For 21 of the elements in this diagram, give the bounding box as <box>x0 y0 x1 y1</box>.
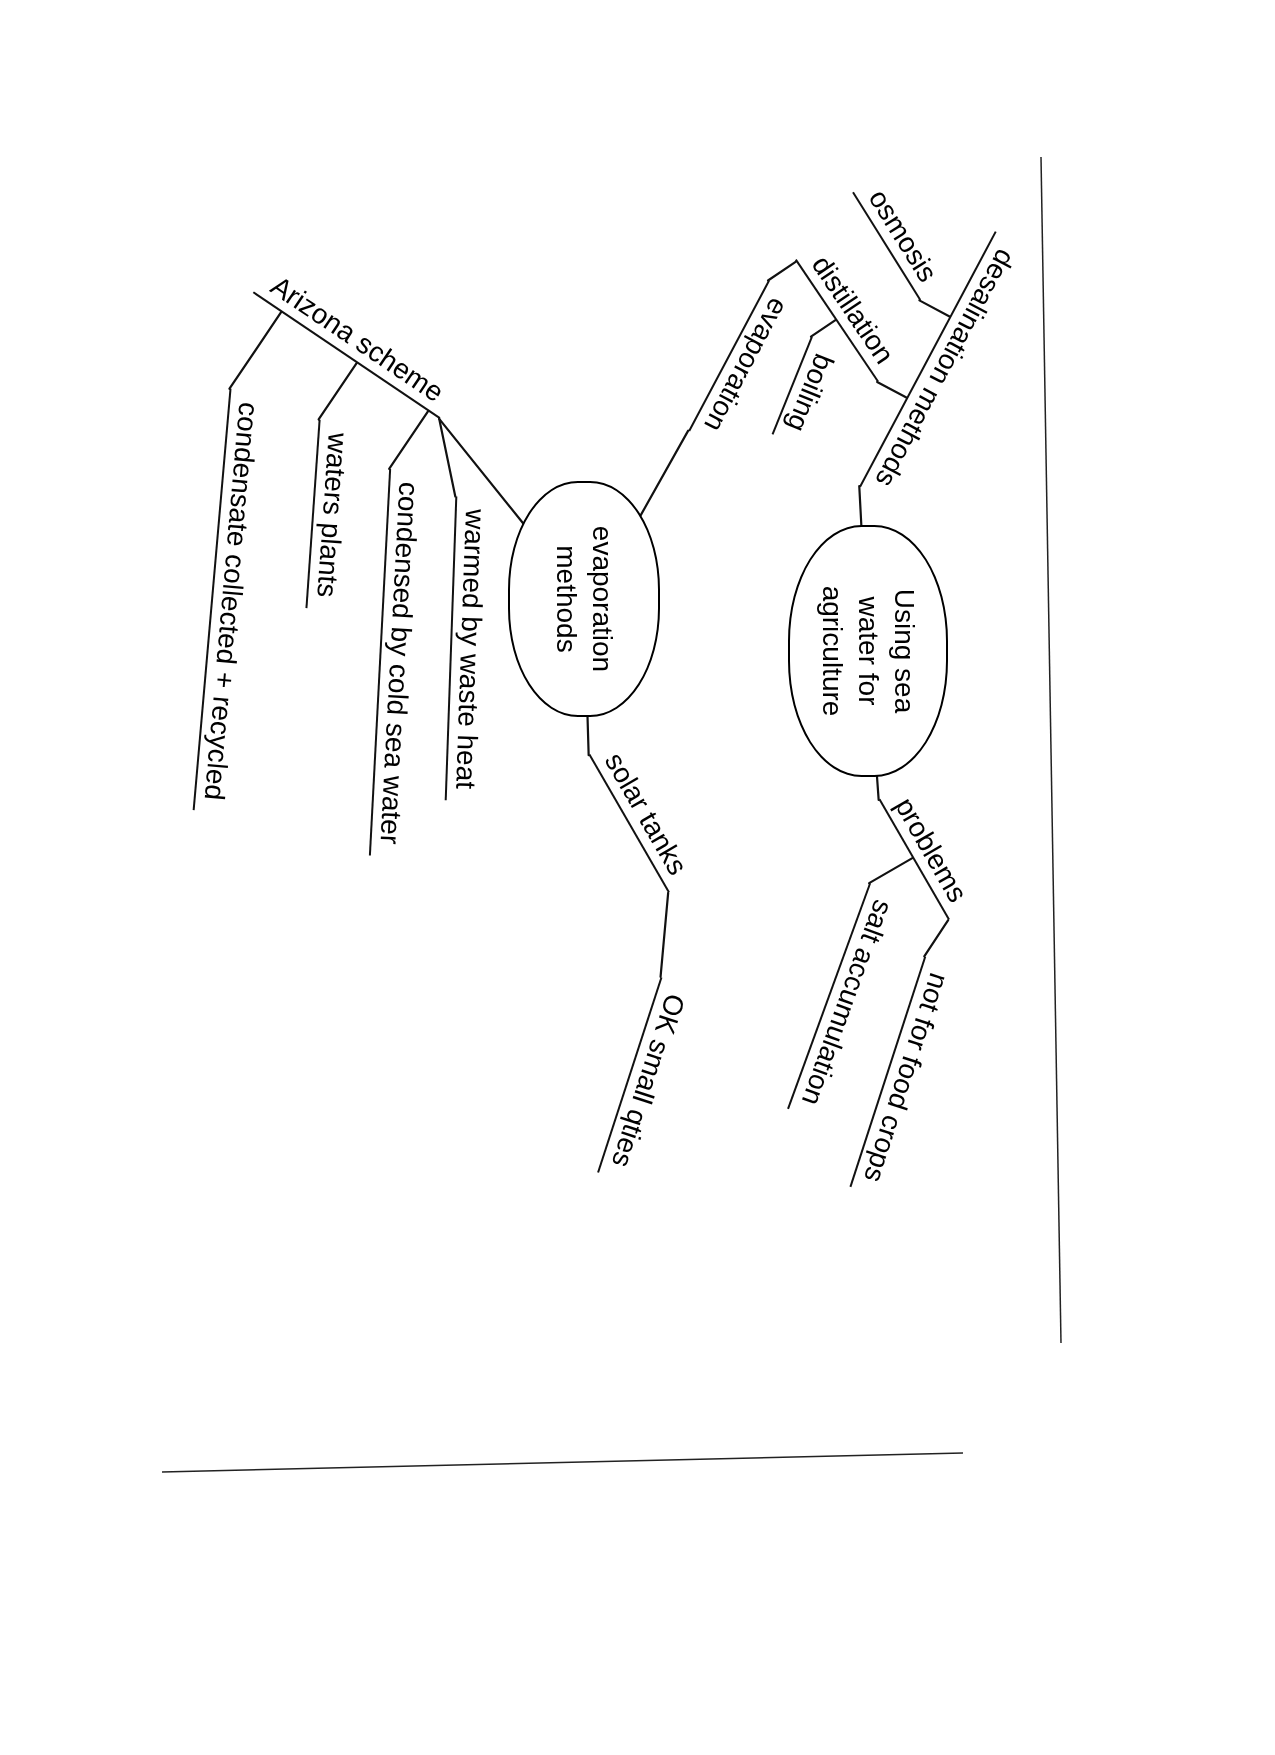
branch-label: OK small qties <box>597 977 695 1183</box>
branch-line <box>923 919 950 958</box>
branch-line <box>918 299 951 318</box>
branch-line <box>317 362 358 421</box>
branch-line <box>438 417 457 498</box>
branch-line <box>228 311 283 390</box>
branch-label: condensed by cold sea water <box>368 469 426 857</box>
topic-text: Using sea water for agriculture <box>816 584 921 719</box>
branch-line <box>875 775 880 801</box>
branch-line <box>809 319 837 338</box>
branch-label: waters plants <box>305 419 355 611</box>
topic-text: evaporation methods <box>550 524 619 675</box>
branch-line <box>858 485 863 527</box>
branch-line <box>876 380 908 399</box>
branch-line <box>868 857 914 885</box>
branch-label: condensate collected + recycled <box>192 388 266 814</box>
branch-line <box>659 891 670 979</box>
branch-label: warmed by waste heat <box>444 496 492 802</box>
branch-line <box>388 410 430 470</box>
branch-line <box>586 715 590 757</box>
branch-line <box>766 260 798 282</box>
